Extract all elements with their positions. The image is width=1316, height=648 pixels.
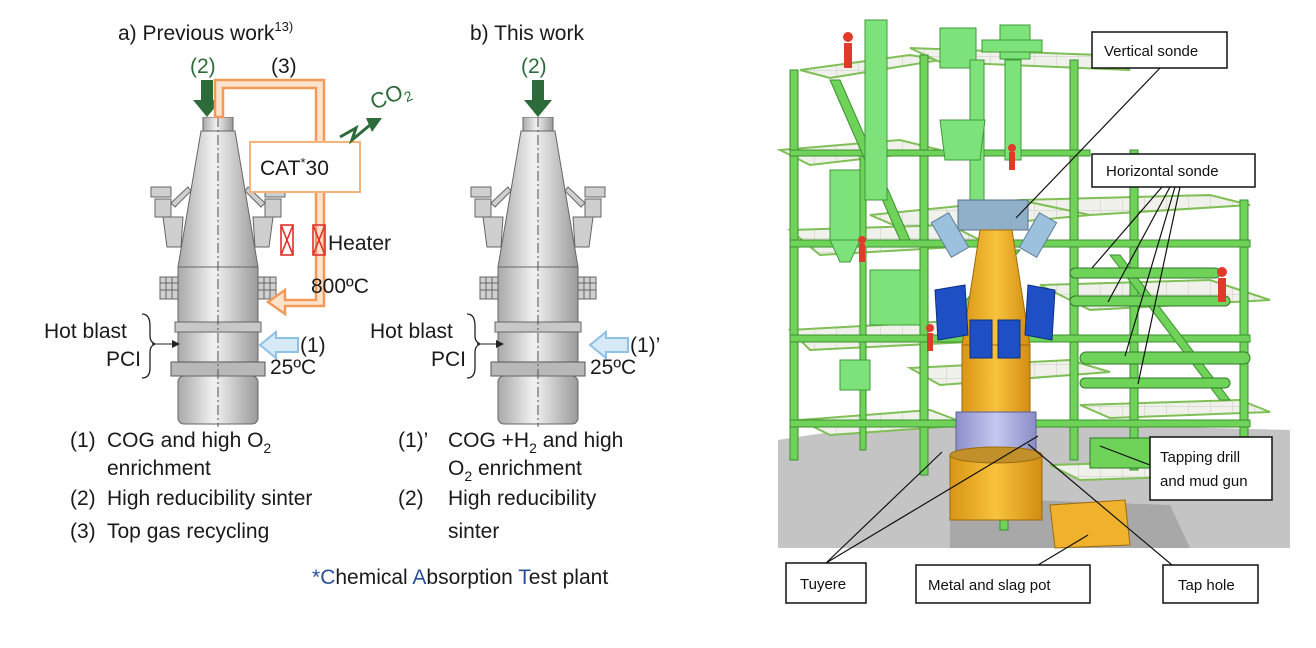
panel-b-input-2-label: (2) <box>521 55 547 78</box>
callout-tuyere: Tuyere <box>785 562 867 604</box>
co2-emission-arrow <box>339 123 371 145</box>
horizontal-sonde-label: Horizontal sonde <box>1106 163 1219 180</box>
heater-label: Heater <box>328 232 391 255</box>
note-a2-num: (2) <box>70 487 96 510</box>
callout-vertical-sonde: Vertical sonde <box>1091 31 1228 69</box>
callout-tap-hole: Tap hole <box>1162 564 1259 604</box>
tuyere-label: Tuyere <box>800 576 846 593</box>
furnace-b <box>470 117 606 427</box>
panel-a-brace <box>141 313 157 379</box>
blast-furnace-body <box>949 229 1043 521</box>
panel-a-title: a) Previous work13) <box>118 19 293 45</box>
panel-b-brace <box>466 313 482 379</box>
note-b2-text-line2: sinter <box>448 520 499 543</box>
cat-box <box>249 141 361 193</box>
panel-a-blast-arrow <box>258 329 299 361</box>
note-a1-text-line2: enrichment <box>107 457 211 480</box>
note-b1-text: COG +H2 and high <box>448 429 623 456</box>
note-a2-text: High reducibility sinter <box>107 487 312 510</box>
tapping-drill-label-1: Tapping drill <box>1160 449 1240 466</box>
heater-temp-label: 800ºC <box>311 275 369 298</box>
note-a1-num: (1) <box>70 429 96 452</box>
co2-arrow-head <box>366 118 382 132</box>
panel-a-temp-label: 25ºC <box>270 356 316 379</box>
callout-metal-slag-pot: Metal and slag pot <box>915 564 1091 604</box>
staves <box>934 284 1056 359</box>
panel-b-brace-arrowhead <box>496 340 504 348</box>
test-plant-illustration: Vertical sonde Horizontal sonde Tapping … <box>776 19 1290 604</box>
cat-label: CAT*30 <box>260 155 329 180</box>
panel-a-hot-blast-label: Hot blast <box>44 320 127 343</box>
note-a3-num: (3) <box>70 520 96 543</box>
panel-b-temp-label: 25ºC <box>590 356 636 379</box>
panel-b-hot-blast-label: Hot blast <box>370 320 453 343</box>
panel-a-input-2-label: (2) <box>190 55 216 78</box>
note-a1-text: COG and high O2 <box>107 429 271 456</box>
tapping-drill-label-2: and mud gun <box>1160 473 1248 490</box>
top-offtakes <box>930 211 1058 259</box>
panel-a-input-3-label: (3) <box>271 55 297 78</box>
tap-hole-label: Tap hole <box>1178 577 1235 594</box>
panel-a-notes: (1) COG and high O2 enrichment (2) High … <box>70 429 312 543</box>
panel-b-pci-label: PCI <box>431 348 466 371</box>
panel-b-sinter-arrow <box>524 80 552 117</box>
top-gas-recycle-loop <box>213 78 326 317</box>
co2-label: CO2 <box>367 76 416 117</box>
worker-figures <box>843 32 1227 351</box>
panel-a-input-1-label: (1) <box>300 334 326 357</box>
slag-pot <box>1049 499 1131 549</box>
panel-b-input-1-label: (1)’ <box>630 334 660 357</box>
callout-tapping-drill: Tapping drill and mud gun <box>1149 436 1273 501</box>
vertical-sonde-label: Vertical sonde <box>1104 43 1198 60</box>
heater-icon <box>280 224 326 256</box>
note-b2-num: (2) <box>398 487 424 510</box>
note-b1-text-line2: O2 enrichment <box>448 457 582 484</box>
callout-horizontal-sonde: Horizontal sonde <box>1091 153 1256 188</box>
callout-lines <box>825 67 1181 566</box>
note-a3-text: Top gas recycling <box>107 520 269 543</box>
footnote: *Chemical Absorption Test plant <box>312 566 608 589</box>
panel-b-title: b) This work <box>470 22 584 45</box>
note-b1-num: (1)’ <box>398 429 428 452</box>
upper-ductwork <box>829 19 1043 391</box>
furnace-top-hood <box>957 199 1029 231</box>
panel-a-pci-label: PCI <box>106 348 141 371</box>
metal-slag-pot-label: Metal and slag pot <box>928 577 1051 594</box>
note-b2-text: High reducibility <box>448 487 597 510</box>
blast-furnace-schematic: a) Previous work13) (2) (3) CAT*30 CO2 H… <box>44 19 660 589</box>
panel-b-blast-arrow <box>588 329 629 361</box>
panel-a-brace-arrowhead <box>172 340 180 348</box>
